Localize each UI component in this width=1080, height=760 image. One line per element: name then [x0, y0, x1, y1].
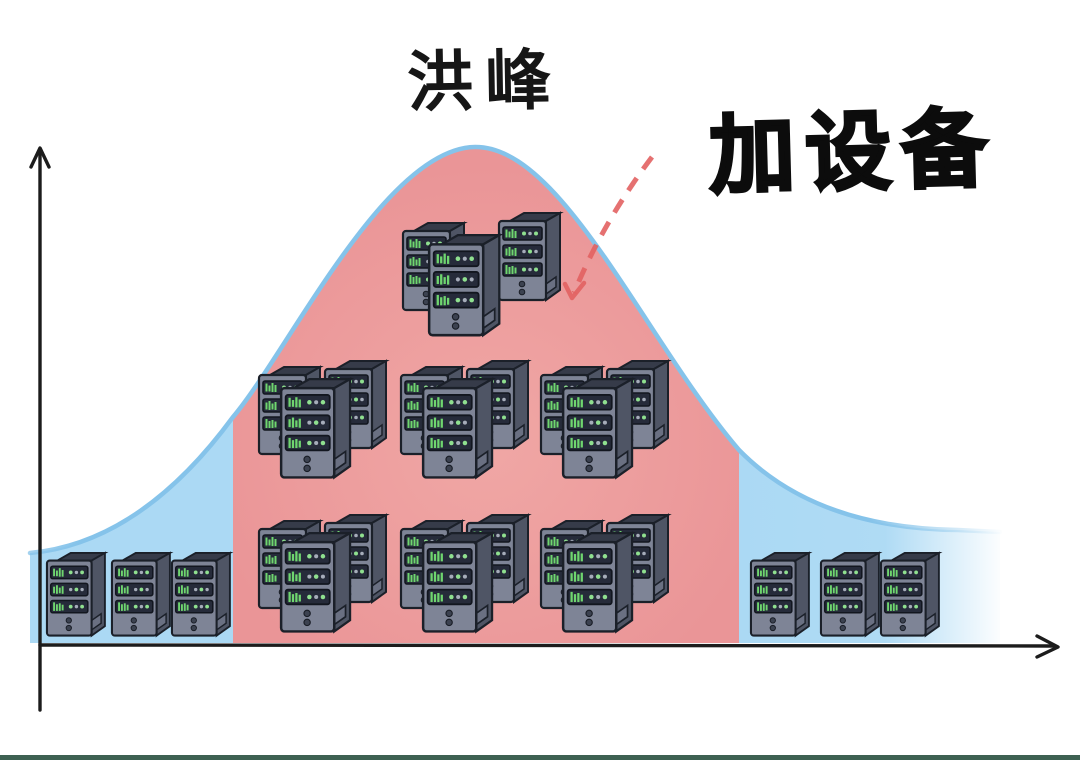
annotation-arrow: [562, 155, 654, 301]
server-single: [819, 551, 880, 637]
server-single: [110, 551, 171, 637]
demand-curve: [27, 144, 1003, 556]
server-single: [879, 551, 940, 637]
add-equipment-label: 加设备: [707, 100, 1000, 207]
server-single: [45, 551, 106, 637]
server-single: [749, 551, 810, 637]
bottom-edge-bar: [0, 755, 1080, 760]
x-axis: [38, 634, 1060, 659]
y-axis: [29, 146, 51, 712]
server-single: [170, 551, 231, 637]
peak-title: 洪峰: [406, 42, 564, 120]
